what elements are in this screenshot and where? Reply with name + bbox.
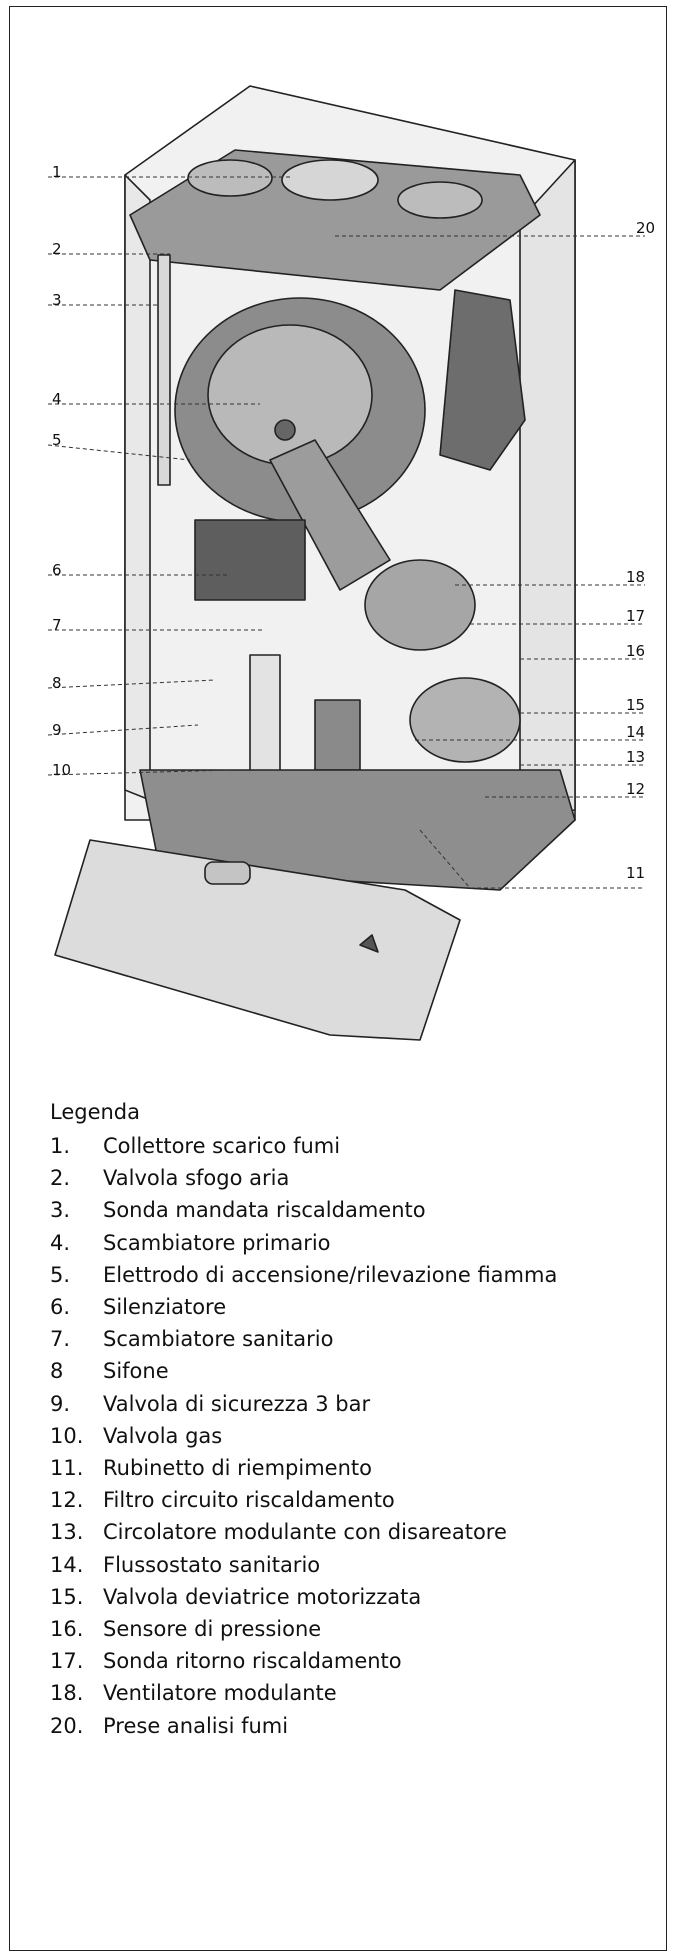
legend-item: 14.Flussostato sanitario [50,1552,321,1577]
flue-port-left [187,159,273,197]
legend-item: 11.Rubinetto di riempimento [50,1456,372,1481]
pump [409,677,521,763]
heat-exchanger-cover [207,324,373,466]
modulating-fan [364,559,476,651]
callout-18: 18 [626,568,646,586]
legend-item: 7.Scambiatore sanitario [50,1327,334,1352]
callout-15: 15 [626,696,646,714]
legend-item: 12.Filtro circuito riscaldamento [50,1488,395,1513]
legend-item: 9.Valvola di sicurezza 3 bar [50,1391,371,1416]
callout-5: 5 [52,431,62,449]
silencer [194,519,306,601]
callout-20: 20 [636,219,656,237]
legend-item: 15.Valvola deviatrice motorizzata [50,1584,422,1609]
legend-item: 3.Sonda mandata riscaldamento [50,1198,426,1223]
air-duct [269,439,391,591]
callout-12: 12 [626,780,646,798]
legend-heading: Legenda [50,1100,141,1124]
pipe-left [157,254,171,486]
callout-3: 3 [52,291,62,309]
callout-8: 8 [52,674,62,692]
flue-port-center [281,159,379,201]
callout-9: 9 [52,721,62,739]
page-frame [9,6,667,1951]
legend-item: 5.Elettrodo di accensione/rilevazione fi… [50,1262,558,1287]
legend-item: 6.Silenziatore [50,1295,227,1320]
callout-6: 6 [52,561,62,579]
legend-item: 17.Sonda ritorno riscaldamento [50,1649,402,1674]
boiler-casing-left-wall [124,174,151,801]
legend-item: 18.Ventilatore modulante [50,1681,337,1706]
callout-14: 14 [626,723,646,741]
fan-housing [439,289,526,471]
legend-item: 2.Valvola sfogo aria [50,1166,290,1191]
boiler-casing-right-wall [519,159,576,821]
legend-item: 10.Valvola gas [50,1423,223,1448]
boiler-illustration [47,85,645,1041]
gas-valve [314,699,361,771]
legend-item: 16.Sensore di pressione [50,1617,322,1642]
legend-item: 13.Circolatore modulante con disareatore [50,1520,507,1545]
callout-16: 16 [626,642,646,660]
warning-triangle-icon [359,934,379,953]
callout-7: 7 [52,616,62,634]
front-panel [54,839,461,1041]
flue-port-right [397,181,483,219]
pipe-sanitary [249,654,281,781]
callout-17: 17 [626,607,646,625]
callout-11: 11 [626,864,646,882]
callout-10: 10 [52,761,72,779]
legend-item: 1.Collettore scarico fumi [50,1134,341,1158]
legend: Legenda 1.Collettore scarico fumi 2.Valv… [50,1098,557,1742]
callout-4: 4 [52,390,62,408]
callout-13: 13 [626,748,646,766]
callout-2: 2 [52,240,62,258]
legend-item: 20.Prese analisi fumi [50,1713,289,1738]
legend-item: 4.Scambiatore primario [50,1230,331,1255]
callout-1: 1 [52,163,62,181]
